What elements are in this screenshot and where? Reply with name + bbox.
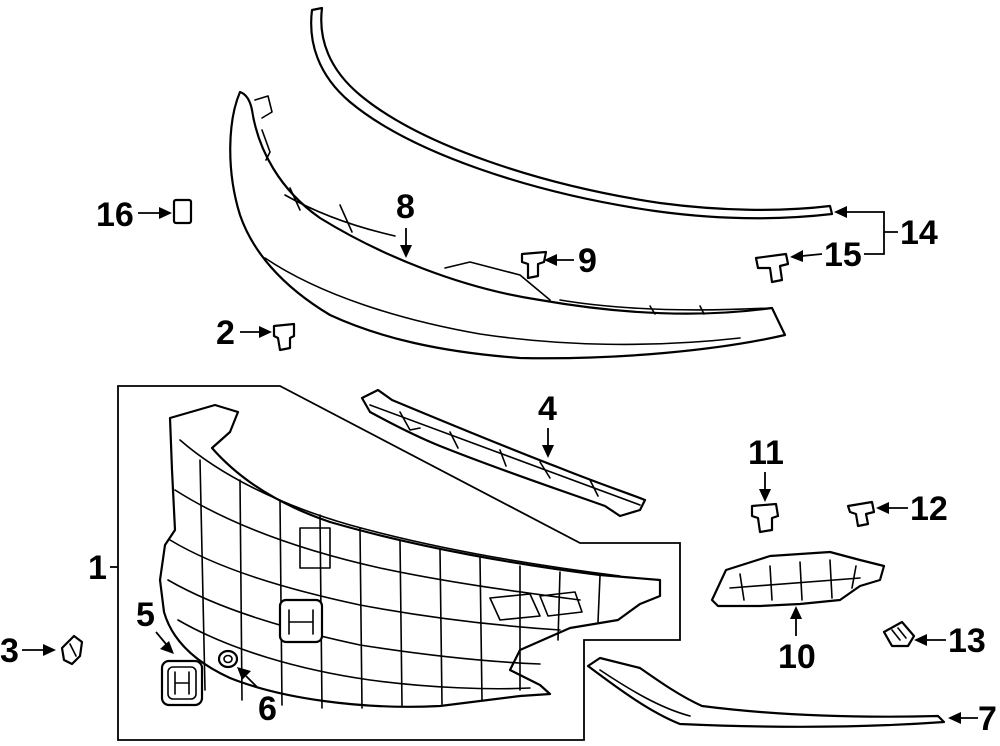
part-8-bumper-cover <box>229 90 787 360</box>
callout-13: 13 <box>948 622 986 660</box>
callout-7: 7 <box>978 700 997 738</box>
callout-1: 1 <box>88 549 107 587</box>
part-4-bracket <box>360 388 647 518</box>
part-15-fastener <box>754 252 790 284</box>
callout-8: 8 <box>396 188 415 226</box>
callout-5: 5 <box>136 596 155 634</box>
part-7-lower-molding <box>586 656 946 728</box>
leader-lines <box>22 206 978 724</box>
part-10-side-bracket <box>710 550 886 608</box>
callout-10: 10 <box>778 638 816 676</box>
callout-labels: 16 8 9 14 15 2 4 11 12 1 5 3 13 10 6 7 <box>0 188 997 738</box>
callout-2: 2 <box>216 314 235 352</box>
part-16-cap <box>172 198 193 225</box>
callout-15: 15 <box>824 236 862 274</box>
part-1-assembly-box <box>117 385 681 741</box>
part-2-push-clip <box>272 322 296 352</box>
part-9-clip <box>520 250 548 280</box>
callout-16: 16 <box>96 196 134 234</box>
part-5-emblem <box>160 659 204 707</box>
callout-12: 12 <box>910 490 948 528</box>
callout-6: 6 <box>258 690 277 728</box>
callout-9: 9 <box>578 242 597 280</box>
part-3-clip <box>60 634 84 666</box>
part-13-small-bracket <box>882 620 916 648</box>
callout-11: 11 <box>748 434 784 472</box>
callout-3: 3 <box>0 632 19 670</box>
part-6-grommet <box>217 649 239 669</box>
part-14-upper-molding <box>310 6 834 220</box>
callout-4: 4 <box>538 390 557 428</box>
part-11-push-clip <box>750 502 780 534</box>
callout-14: 14 <box>900 214 938 252</box>
part-1-grille <box>158 403 662 709</box>
part-12-fastener <box>846 500 876 528</box>
